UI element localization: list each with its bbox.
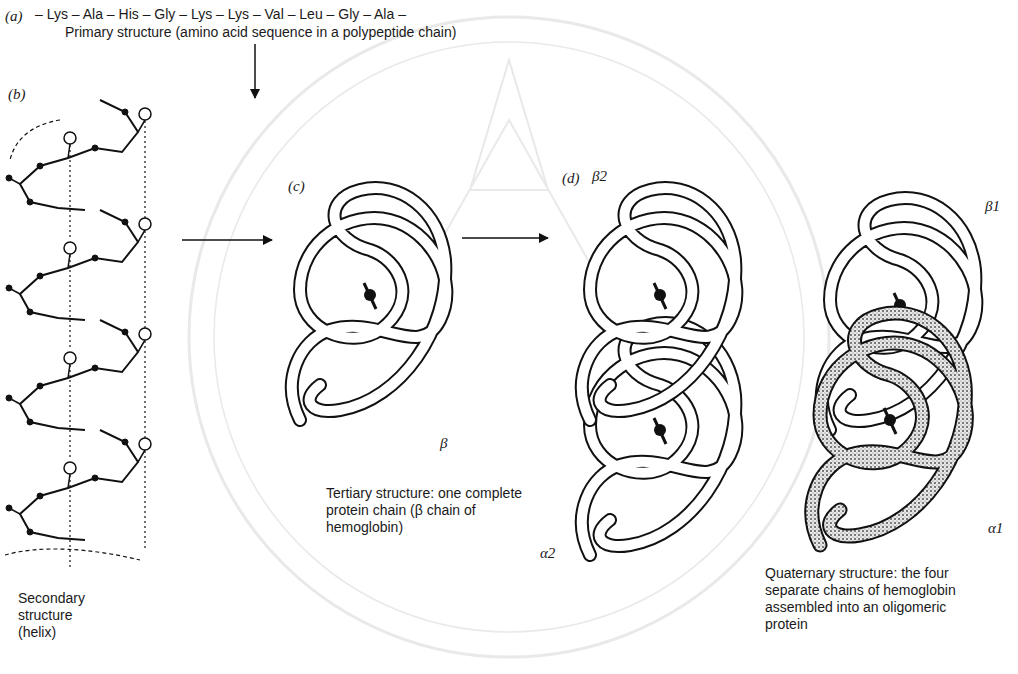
beta-chain [292,188,446,420]
chain-label: α1 [988,520,1003,537]
caption-text: Tertiary structure: one complete protein… [326,485,526,536]
alpha-helix [5,100,151,570]
chain-label: β2 [592,168,607,185]
panel-letter: (c) [288,178,305,195]
panel-letter: (a) [5,8,23,25]
watermark-seal [189,17,829,657]
caption-text: Secondary structure (helix) [18,590,100,641]
panel-letter: (b) [8,86,26,103]
amino-acid-sequence: – Lys – Ala – His – Gly – Lys – Lys – Va… [35,6,406,23]
hemoglobin-tetramer [582,188,976,555]
panel-letter: (d) [562,170,580,187]
chain-label: β1 [985,198,1000,215]
chain-label: β [440,435,447,452]
chain-label: α2 [540,545,555,562]
caption-text: Quaternary structure: the four separate … [765,565,975,633]
caption-text: Primary structure (amino acid sequence i… [65,24,456,41]
